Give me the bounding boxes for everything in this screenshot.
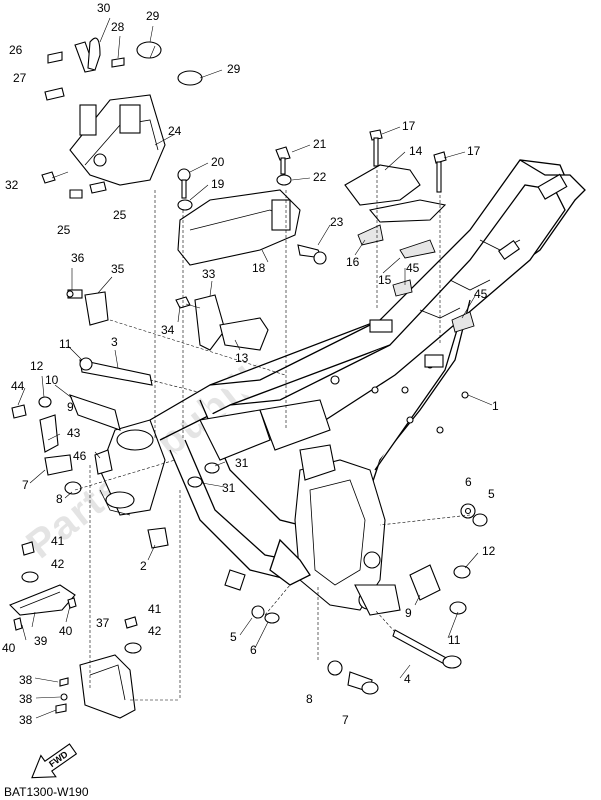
callout-label: 29 [227, 62, 241, 76]
callout-label: 45 [474, 287, 488, 301]
callout-label: 15 [378, 273, 392, 287]
callout-label: 6 [465, 475, 472, 489]
battery-bracket-assembly [41, 37, 203, 199]
callout-label: 31 [222, 481, 236, 495]
callout-label: 24 [168, 124, 182, 138]
lower-left-parts [9, 541, 142, 719]
callout-label: 17 [402, 119, 416, 133]
callout-label: 26 [9, 43, 23, 57]
callout-label: 41 [51, 534, 65, 548]
callout-label: 17 [467, 144, 481, 158]
battery-box [177, 146, 327, 266]
callout-label: 5 [230, 630, 237, 644]
callout-label: 45 [406, 261, 420, 275]
callout-label: 35 [111, 262, 125, 276]
callout-label: 42 [51, 557, 65, 571]
callout-label: 40 [2, 641, 16, 655]
callout-label: 38 [19, 713, 33, 727]
callout-label: 36 [71, 251, 85, 265]
callout-label: 40 [59, 624, 73, 638]
main-frame [99, 159, 586, 616]
callout-label: 32 [5, 178, 19, 192]
rear-bracket [344, 129, 475, 333]
callout-label: 27 [13, 71, 27, 85]
callout-label: 41 [148, 602, 162, 616]
callout-label: 12 [30, 359, 44, 373]
callout-label: 43 [67, 426, 81, 440]
callout-label: 11 [448, 633, 461, 647]
callout-label: 22 [313, 170, 327, 184]
callout-label: 19 [211, 177, 225, 191]
callout-label: 28 [111, 20, 125, 34]
callout-label: 39 [34, 634, 48, 648]
callout-label: 10 [45, 373, 59, 387]
callout-label: 33 [202, 267, 216, 281]
lower-right-parts [147, 462, 488, 695]
callout-label: 4 [404, 672, 411, 686]
callout-label: 21 [313, 137, 327, 151]
callout-label: 7 [342, 713, 349, 727]
callout-label: 9 [67, 400, 74, 414]
callout-label: 25 [113, 208, 127, 222]
callout-label: 5 [488, 487, 495, 501]
callout-label: 11 [59, 337, 72, 351]
front-engine-mount [11, 357, 153, 495]
callout-label: 23 [330, 215, 344, 229]
callout-label: 44 [11, 379, 25, 393]
callout-label: 2 [140, 559, 147, 573]
callout-label: 1 [492, 399, 499, 413]
callout-label: 34 [161, 323, 175, 337]
callout-label: 25 [57, 223, 71, 237]
callout-label: 9 [405, 606, 412, 620]
callout-label: 37 [96, 616, 110, 630]
callout-label: 31 [235, 456, 249, 470]
callout-label: 29 [146, 9, 160, 23]
callout-label: 20 [211, 155, 225, 169]
callout-label: 12 [482, 544, 496, 558]
diagram-code: BAT1300-W190 [4, 785, 89, 799]
callout-label: 13 [235, 351, 249, 365]
callout-label: 8 [56, 492, 63, 506]
callout-label: 30 [97, 1, 111, 15]
callout-label: 3 [111, 335, 118, 349]
callout-label: 7 [22, 478, 29, 492]
callout-label: 8 [306, 692, 313, 706]
callout-label: 46 [73, 449, 87, 463]
callout-label: 38 [19, 692, 33, 706]
callout-label: 6 [250, 643, 257, 657]
callout-labels: 30 28 29 26 29 27 24 32 25 25 21 20 22 1… [2, 1, 499, 727]
callout-label: 16 [346, 255, 360, 269]
callout-label: 42 [148, 624, 162, 638]
left-middle-parts [66, 289, 269, 351]
callout-label: 14 [409, 144, 423, 158]
leader-lines [17, 17, 493, 719]
callout-label: 18 [252, 261, 266, 275]
callout-label: 38 [19, 673, 33, 687]
forward-arrow-icon: FWD [31, 743, 78, 779]
